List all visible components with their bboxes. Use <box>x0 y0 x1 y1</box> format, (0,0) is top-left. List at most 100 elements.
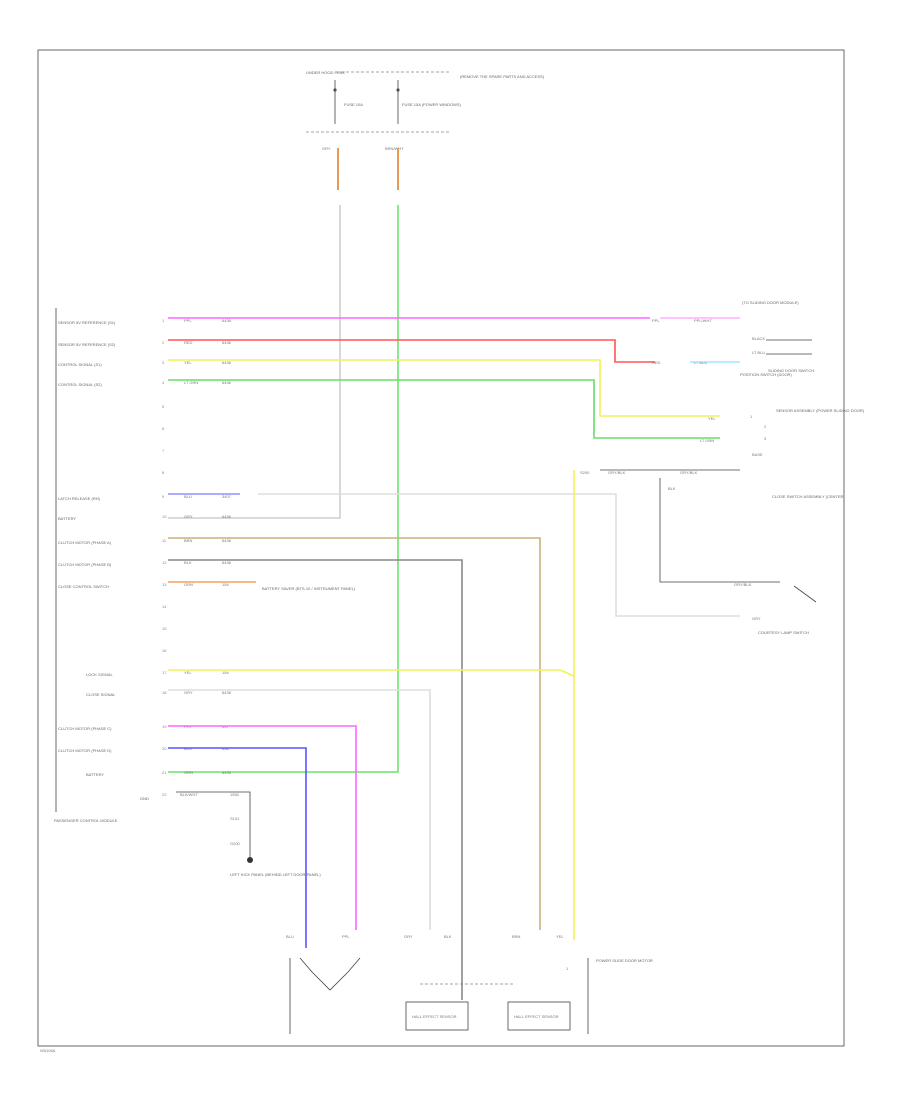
fuse1-label: FUSE 10A <box>344 102 363 107</box>
pin-label: CLUTCH MOTOR (PHASE B) <box>58 562 112 567</box>
pin-label: CONTROL SIGNAL (S1) <box>58 362 102 367</box>
footer-code: W5106A <box>40 1048 56 1053</box>
pin-circuit: 6436 <box>222 514 232 519</box>
pin-label: SENSOR 5V REFERENCE (S1) <box>58 320 116 325</box>
hall-sensor-1-label: HALL EFFECT SENSOR <box>412 1014 457 1019</box>
pin-number: 6 <box>162 426 165 431</box>
motor-winding <box>299 957 361 991</box>
pin-number: 7 <box>162 448 165 453</box>
wire-brn-pin11 <box>168 537 541 930</box>
pin-number: 17 <box>162 670 167 675</box>
pin-row: CLUTCH MOTOR (PHASE D) 20 BLU 636 <box>58 746 229 753</box>
pin-number: 20 <box>162 746 167 751</box>
pin-wire-color: ORN <box>184 582 193 587</box>
pin-circuit: 6436 <box>222 340 232 345</box>
pin-wire-color: GRY <box>184 514 193 519</box>
module-name: PASSENGER CONTROL MODULE <box>54 818 118 823</box>
wire-latch-release <box>258 493 740 617</box>
bottom-sensor-pin: 1 <box>566 966 569 971</box>
pin-circuit: 6436 <box>222 560 232 565</box>
pin-circuit: 6436 <box>222 538 232 543</box>
pin-number: 8 <box>162 470 165 475</box>
pin-label: SENSOR 5V REFERENCE (S2) <box>58 342 116 347</box>
right-components: (TO SLIDING DOOR MODULE) PPL PPL/WHT BLA… <box>580 300 865 635</box>
pin-number: 3 <box>162 360 165 365</box>
pin-label: CLOSE CONTROL SWITCH <box>58 584 109 589</box>
pin-number: 11 <box>162 538 167 543</box>
pin-label: CLUTCH MOTOR (PHASE A) <box>58 540 112 545</box>
sensor-pin1: 1 <box>750 414 753 419</box>
yel-label: YEL <box>708 416 716 421</box>
ground-desc: LEFT KICK PANEL (BEHIND LEFT DOOR PANEL) <box>230 872 321 877</box>
pin-row: SENSOR 5V REFERENCE (S2) 2 RED 6436 <box>58 340 232 347</box>
fuse-box-label: UNDER HOOD FUSE <box>306 70 345 75</box>
battery-feed-wire-grey <box>168 205 341 519</box>
bottom-ppl-label: PPL <box>342 934 350 939</box>
pin-number: 2 <box>162 340 165 345</box>
pin-number: 18 <box>162 690 167 695</box>
pin-number: 12 <box>162 560 167 565</box>
pin-circuit: 154 <box>222 670 229 675</box>
wire-red-pin2 <box>168 339 655 363</box>
pin-circuit: 6436 <box>222 318 232 323</box>
wire-blk-right <box>659 478 780 583</box>
hall-sensor-1-box <box>405 1001 469 1031</box>
conn-ppl-circuit: PPL/WHT <box>694 318 712 323</box>
fuse1-wire-color: GRY <box>322 146 331 151</box>
fuse2-label: FUSE 15A (POWER WINDOWS) <box>402 102 462 107</box>
pin-row: CLUTCH MOTOR (PHASE B) 12 BLK 6436 <box>58 560 232 567</box>
pin-circuit: 3407 <box>222 494 232 499</box>
pin-wire-color: BLK/WHT <box>180 792 198 797</box>
pin-number: 4 <box>162 380 165 385</box>
pin-number: 1 <box>162 318 165 323</box>
conn-ppl: PPL <box>652 318 660 323</box>
wire-gry-pin18 <box>168 689 431 930</box>
pin-wire-color: BRN <box>184 538 193 543</box>
bottom-yel-label: YEL <box>556 934 564 939</box>
slide-door-label: SLIDING DOOR SWITCH <box>768 368 814 373</box>
hall-sensor-2-label: HALL EFFECT SENSOR <box>514 1014 559 1019</box>
wire-ltgrn-pin4 <box>168 379 720 439</box>
pin-wire-color: BLK <box>184 560 192 565</box>
pin-row: GND 22 BLK/WHT 1550 <box>140 792 240 801</box>
pin-row: CLOSE SIGNAL 18 GRY 6436 <box>86 690 232 697</box>
wire-yel-pin17 <box>168 669 575 677</box>
courtesy-switch-label: COURTESY LAMP SWITCH <box>758 630 809 635</box>
pin-number: 19 <box>162 724 167 729</box>
pin-wire-color: LT GRN <box>184 380 198 385</box>
grn-blk-label-1: GRY/BLK <box>608 470 626 475</box>
pin-circuit: 6436 <box>222 380 232 385</box>
pin-circuit: 1550 <box>230 792 240 797</box>
grn-blk-label-2: GRY/BLK <box>680 470 698 475</box>
bottom-blu-label: BLU <box>286 934 294 939</box>
module-pins: SENSOR 5V REFERENCE (S1) 1 PPL 6436 SENS… <box>58 318 240 801</box>
pin-wire-color: YEL <box>184 670 192 675</box>
fuse-block: UNDER HOOD FUSE (REMOVE THE SPARE PARTS … <box>306 70 545 190</box>
pin-row: LATCH RELEASE (RH) 9 BLU 3407 <box>58 494 232 501</box>
motor-label: POWER SLIDE DOOR MOTOR <box>596 958 653 963</box>
pin-wire-color: GRN <box>184 770 193 775</box>
position-switch-label: POSITION SWITCH (DOOR) <box>740 372 792 377</box>
pin-label: CONTROL SIGNAL (S2) <box>58 382 102 387</box>
pin-circuit: 6436 <box>222 770 232 775</box>
grn-blk-label-3: GRY/BLK <box>734 582 752 587</box>
pin-wire-color: RED <box>184 340 193 345</box>
wire-blk-pin12 <box>168 559 463 1000</box>
gry-small-label: GRY <box>752 616 761 621</box>
wire-blu-pin20 <box>168 747 307 948</box>
pin-row: BATTERY 21 GRN 6436 <box>86 770 232 777</box>
ground-icon <box>247 857 253 863</box>
diagram-frame <box>37 49 845 1047</box>
pin-wire-color: BLU <box>184 494 192 499</box>
pin-row: BATTERY 10 GRY 6436 <box>58 514 232 521</box>
pin-row: CLOSE CONTROL SWITCH 13 ORN 154 <box>58 582 229 589</box>
pin-number: 15 <box>162 626 167 631</box>
ground-note: G200 <box>230 841 241 846</box>
bottom-brn-label: BRN <box>512 934 521 939</box>
pin-number: 21 <box>162 770 167 775</box>
pin-wire-color: GRY <box>184 690 193 695</box>
sensor-bottom: BASE <box>752 452 763 457</box>
pin-circuit: 154 <box>222 582 229 587</box>
pin-circuit: 6436 <box>222 360 232 365</box>
